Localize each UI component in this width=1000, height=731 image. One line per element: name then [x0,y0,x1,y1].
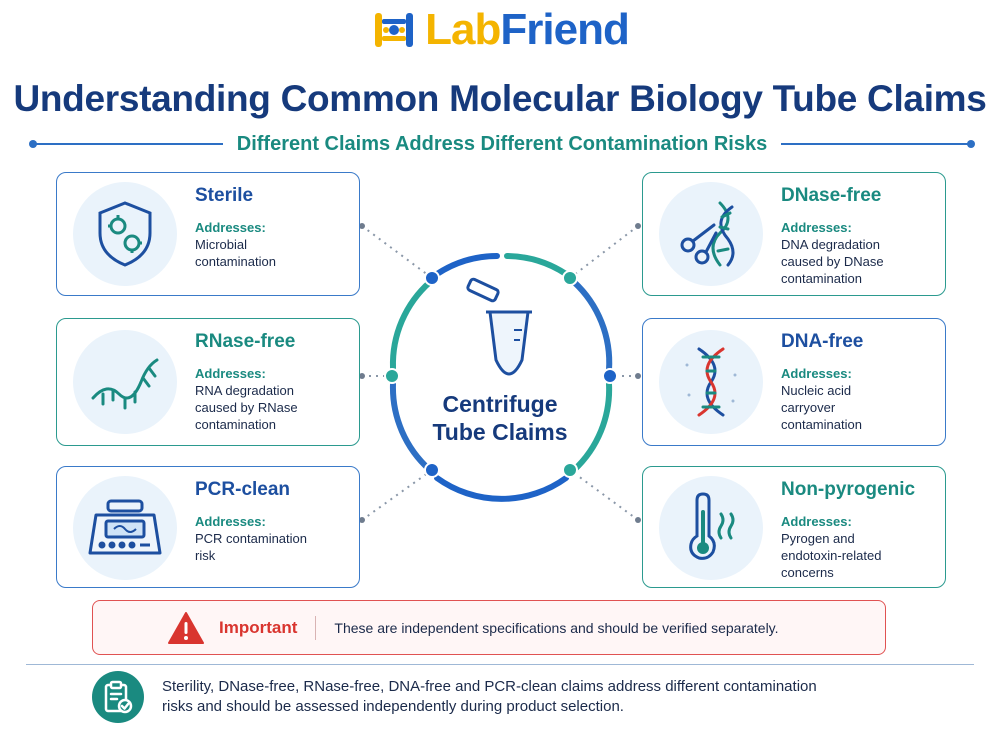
important-banner: Important These are independent specific… [92,600,886,655]
brand-friend: Friend [500,5,629,54]
card-icon-bg [659,182,763,286]
card-text: DNA-free Addresses: Nucleic acid carryov… [781,331,937,433]
clipboard-check-icon [92,671,144,723]
card-title: DNA-free [781,331,864,352]
card-desc-line: caused by RNase [195,400,298,415]
important-text: These are independent specifications and… [334,619,779,636]
card-desc-line: endotoxin-related [781,548,882,563]
card-desc-line: caused by DNase [781,254,884,269]
card-text: RNase-free Addresses: RNA degradation ca… [195,331,351,433]
page-title: Understanding Common Molecular Biology T… [13,78,987,119]
subtitle-rule-right [781,140,975,148]
card-pcr-clean: PCR-clean Addresses: PCR contamination r… [56,466,360,588]
card-desc-line: Microbial [195,237,248,252]
brand-lab: Lab [425,5,501,54]
card-title: Sterile [195,185,254,206]
card-non-pyrogenic: Non-pyrogenic Addresses: Pyrogen and end… [642,466,946,588]
card-desc-line: RNA degradation [195,383,295,398]
card-sterile: Sterile Addresses: Microbial contaminati… [56,172,360,296]
card-addresses-label: Addresses: [781,366,852,381]
connector-end-dots [359,223,641,523]
connector-dnase [569,225,639,279]
footer-text-line2: risks and should be assessed independent… [162,698,624,715]
card-addresses-label: Addresses: [195,220,266,235]
connector-pcr [361,469,433,521]
footer-text-line1: Sterility, DNase-free, RNase-free, DNA-f… [162,678,817,695]
subtitle-rule-left [29,140,223,148]
subtitle-row: Different Claims Address Different Conta… [29,130,975,158]
card-icon-bg [73,330,177,434]
center-label: Centrifuge Tube Claims [400,390,600,446]
card-desc-line: concerns [781,565,834,580]
thermometer-icon [689,492,735,560]
card-icon-bg [659,330,763,434]
center-label-line1: Centrifuge [442,391,558,417]
card-rnase-free: RNase-free Addresses: RNA degradation ca… [56,318,360,446]
center-ring [389,253,613,502]
card-desc-line: contamination [195,254,276,269]
card-desc-line: DNA degradation [781,237,881,252]
card-title: DNase-free [781,185,882,206]
card-addresses-label: Addresses: [781,514,852,529]
footer-note: Sterility, DNase-free, RNase-free, DNA-f… [92,671,972,723]
card-text: Sterile Addresses: Microbial contaminati… [195,185,351,270]
card-icon-bg [659,476,763,580]
logo-molecule-icon [375,13,414,47]
card-text: Non-pyrogenic Addresses: Pyrogen and end… [781,479,937,581]
warning-icon [168,611,204,644]
connector-pyro [569,469,639,521]
card-icon-bg [73,476,177,580]
card-desc-line: PCR contamination [195,531,307,546]
card-dnase-free: DNase-free Addresses: DNA degradation ca… [642,172,946,296]
footer-divider [26,664,974,665]
card-title: RNase-free [195,331,296,352]
important-label: Important [219,617,298,637]
page-subtitle: Different Claims Address Different Conta… [236,132,768,155]
shield-microbe-icon [98,201,152,267]
card-desc-line: contamination [195,417,276,432]
card-addresses-label: Addresses: [781,220,852,235]
card-desc-line: risk [195,548,216,563]
dna-scissors-icon [680,201,735,267]
card-icon-bg [73,182,177,286]
pcr-machine-icon [88,499,162,555]
footer-text: Sterility, DNase-free, RNase-free, DNA-f… [162,677,817,717]
centrifuge-tube-icon [466,277,532,376]
card-desc-line: contamination [781,271,862,286]
connector-sterile [361,225,433,279]
card-addresses-label: Addresses: [195,366,266,381]
card-text: PCR-clean Addresses: PCR contamination r… [195,479,351,564]
brand-wordmark: LabFriend [425,5,630,54]
card-desc-line: contamination [781,417,862,432]
card-desc-line: Pyrogen and [781,531,855,546]
brand-logo: LabFriend [0,4,1000,56]
card-desc-line: Nucleic acid [781,383,852,398]
card-text: DNase-free Addresses: DNA degradation ca… [781,185,937,287]
card-desc-line: carryover [781,400,836,415]
connector-lines [361,225,639,521]
ring-nodes [384,270,618,478]
rna-strand-icon [91,358,159,410]
dna-helix-icon [685,347,737,417]
card-title: PCR-clean [195,479,291,500]
card-title: Non-pyrogenic [781,479,916,500]
card-addresses-label: Addresses: [195,514,266,529]
important-separator [315,615,317,640]
card-dna-free: DNA-free Addresses: Nucleic acid carryov… [642,318,946,446]
center-label-line2: Tube Claims [432,419,568,445]
